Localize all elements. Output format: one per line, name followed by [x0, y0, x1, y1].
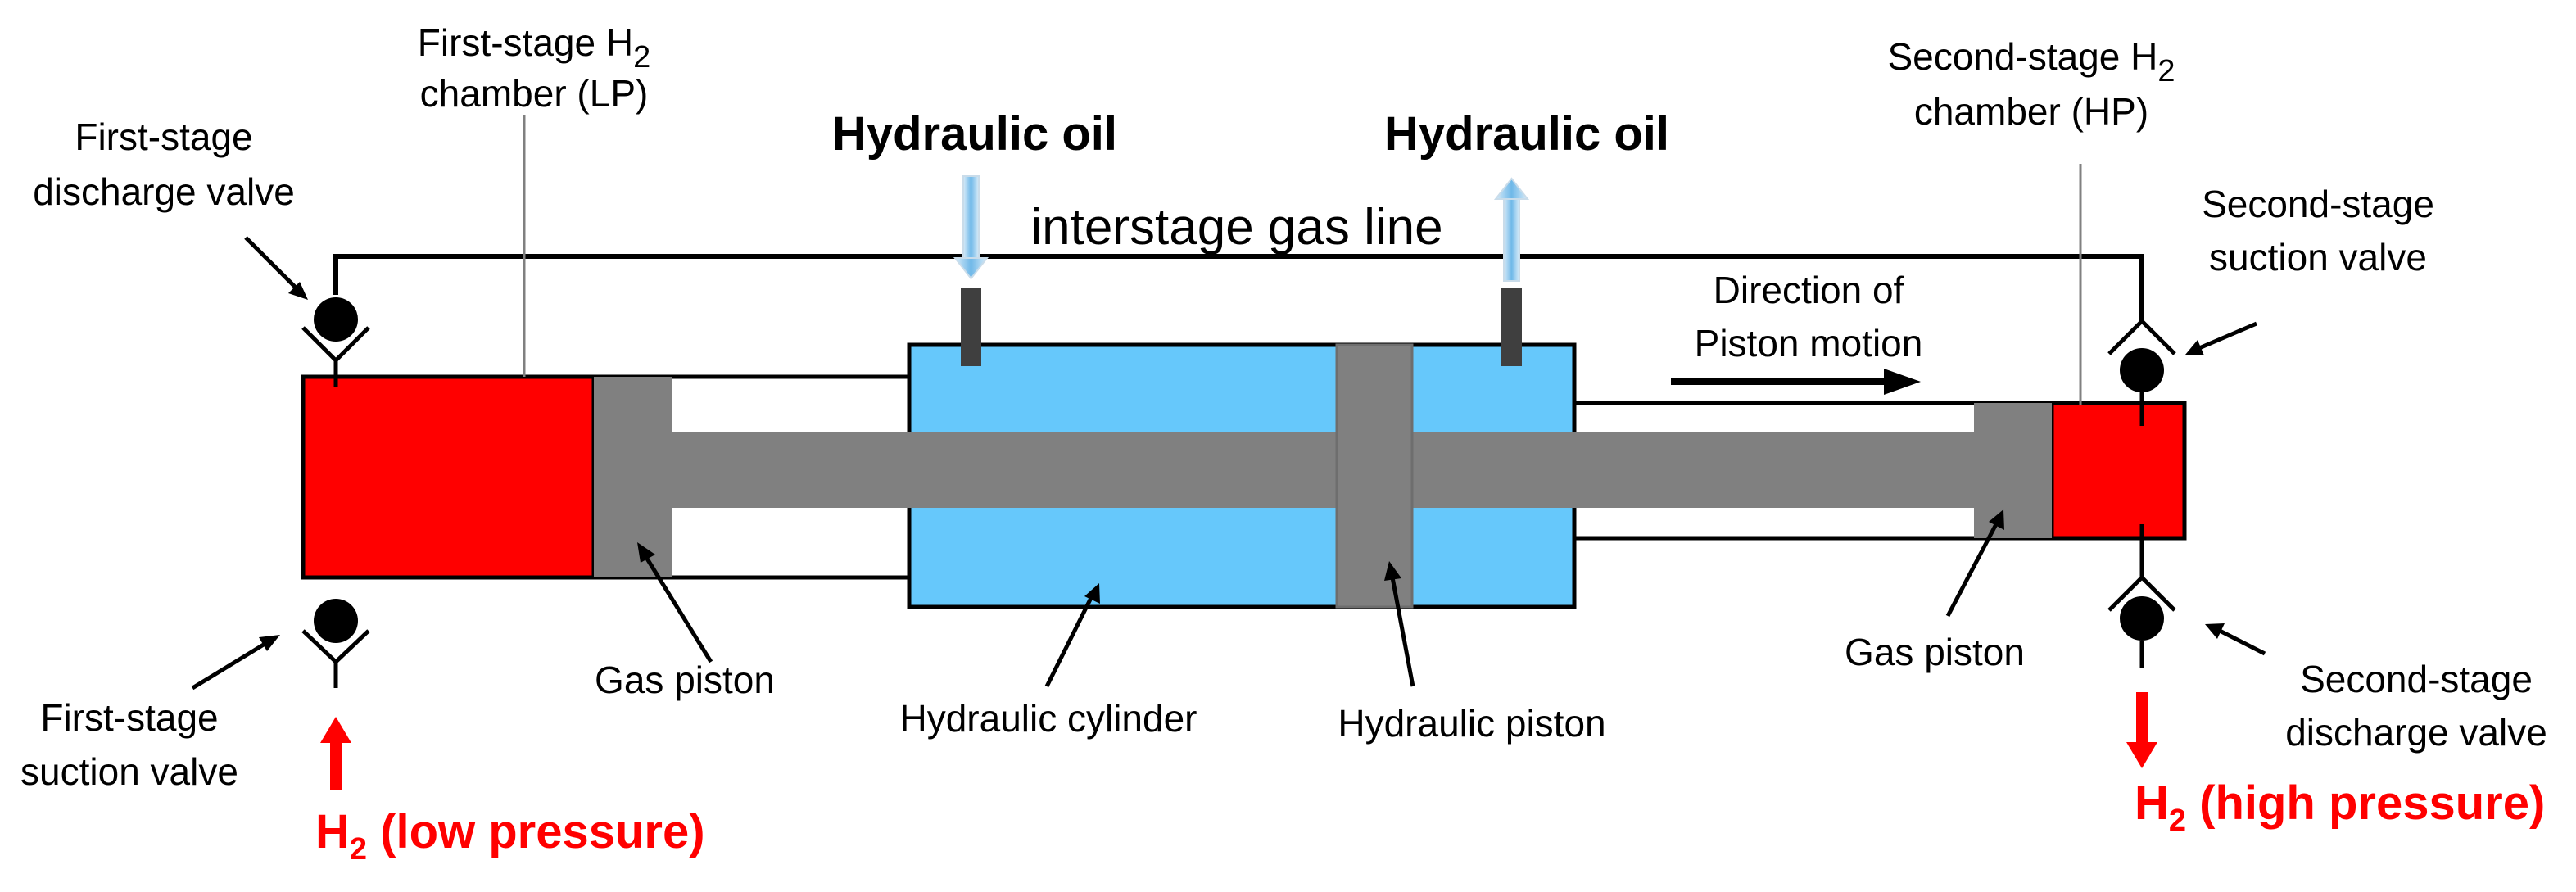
second-stage-discharge-label: Second-stage: [2300, 658, 2533, 700]
first-stage-h2-chamber: [301, 374, 596, 580]
first-stage-chamber-label-line2: chamber (LP): [420, 72, 649, 115]
second-stage-discharge-valve: [2107, 524, 2176, 668]
piston-motion-arrow: [1671, 369, 1921, 395]
hydraulic-oil-port-left: [961, 288, 981, 366]
first-stage-gas-piston: [594, 377, 672, 577]
h2-high-pressure-arrow: [2126, 692, 2157, 768]
first-stage-suction-valve: [301, 599, 370, 688]
direction-label-line2: Piston motion: [1695, 322, 1923, 364]
first-stage-suction-label-line2: suction valve: [20, 750, 238, 793]
first-stage-suction-label: First-stage: [40, 696, 218, 739]
second-stage-discharge-label-line2: discharge valve: [2285, 711, 2547, 754]
oil-outlet-arrow: [1493, 177, 1530, 282]
interstage-gas-line: [333, 254, 2144, 321]
hydraulic-oil-inlet-label: Hydraulic oil: [832, 107, 1117, 161]
hydraulic-cylinder-label: Hydraulic cylinder: [899, 697, 1197, 740]
second-stage-chamber-label-line2: chamber (HP): [1914, 90, 2148, 133]
second-stage-suction-label-line2: suction valve: [2209, 236, 2427, 278]
second-stage-gas-piston: [1974, 403, 2052, 538]
gas-piston-right-label: Gas piston: [1845, 631, 2025, 673]
interstage-gas-line-label: interstage gas line: [1030, 199, 1442, 256]
hydraulic-piston: [1335, 343, 1414, 609]
oil-inlet-arrow: [953, 175, 989, 280]
piston-rod: [672, 432, 1974, 508]
hydraulic-oil-outlet-label: Hydraulic oil: [1384, 107, 1669, 161]
h2-high-pressure-label: H2 (high pressure): [2135, 777, 2545, 838]
leader-lines: [191, 115, 2266, 691]
hydraulic-piston-label: Hydraulic piston: [1338, 702, 1605, 745]
second-stage-suction-valve: [2107, 318, 2176, 426]
hydraulic-oil-port-right: [1501, 288, 1522, 366]
second-stage-chamber-label: Second-stage H2: [1887, 35, 2175, 88]
gas-piston-left-label: Gas piston: [595, 659, 775, 701]
first-stage-discharge-label-line2: discharge valve: [33, 170, 295, 213]
first-stage-chamber-label: First-stage H2: [418, 21, 650, 75]
second-stage-h2-chamber: [2049, 401, 2187, 541]
h2-low-pressure-arrow: [320, 717, 351, 790]
first-stage-discharge-label: First-stage: [75, 115, 252, 158]
direction-label: Direction of: [1714, 269, 1904, 311]
first-stage-discharge-valve: [301, 297, 370, 387]
h2-low-pressure-label: H2 (low pressure): [315, 805, 705, 867]
second-stage-suction-label: Second-stage: [2202, 183, 2434, 225]
